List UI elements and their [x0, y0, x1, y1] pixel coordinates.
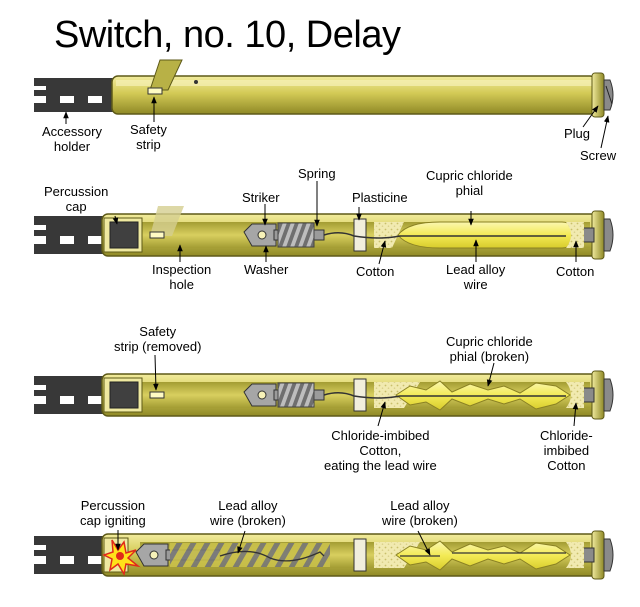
accessory-holder — [34, 376, 120, 414]
accessory-holder — [34, 216, 120, 254]
cupric-chloride-phial — [397, 221, 575, 249]
percussion-cap — [109, 381, 139, 409]
percussion-cap — [109, 221, 139, 249]
label-cotton-left: Cotton — [356, 264, 395, 279]
label-plasticine: Plasticine — [352, 190, 408, 205]
label-plug: Plug — [564, 126, 591, 141]
plasticine — [353, 378, 367, 412]
accessory-holder — [34, 536, 120, 574]
lead-wire-broken-right — [400, 552, 566, 557]
panel-4-firing — [34, 530, 614, 580]
label-cotton-right: Cotton — [556, 264, 595, 279]
panel-1-switch — [34, 59, 614, 149]
spring — [277, 222, 315, 248]
cotton-right — [566, 222, 584, 248]
label-washer: Washer — [244, 262, 289, 277]
spring-expanded — [170, 543, 330, 567]
accessory-holder — [34, 78, 120, 112]
end-cap — [591, 72, 605, 118]
lead-alloy-wire — [323, 232, 566, 239]
plasticine — [353, 218, 367, 252]
panel-2-cutaway — [34, 181, 614, 265]
panel-3-phial-broken — [34, 354, 614, 427]
label-striker: Striker — [242, 190, 280, 205]
spring — [277, 382, 315, 408]
cupric-chloride-phial-broken — [395, 540, 571, 571]
diagram-title: Switch, no. 10, Delay — [54, 14, 401, 56]
label-screw: Screw — [580, 148, 617, 163]
label-spring: Spring — [298, 166, 336, 181]
